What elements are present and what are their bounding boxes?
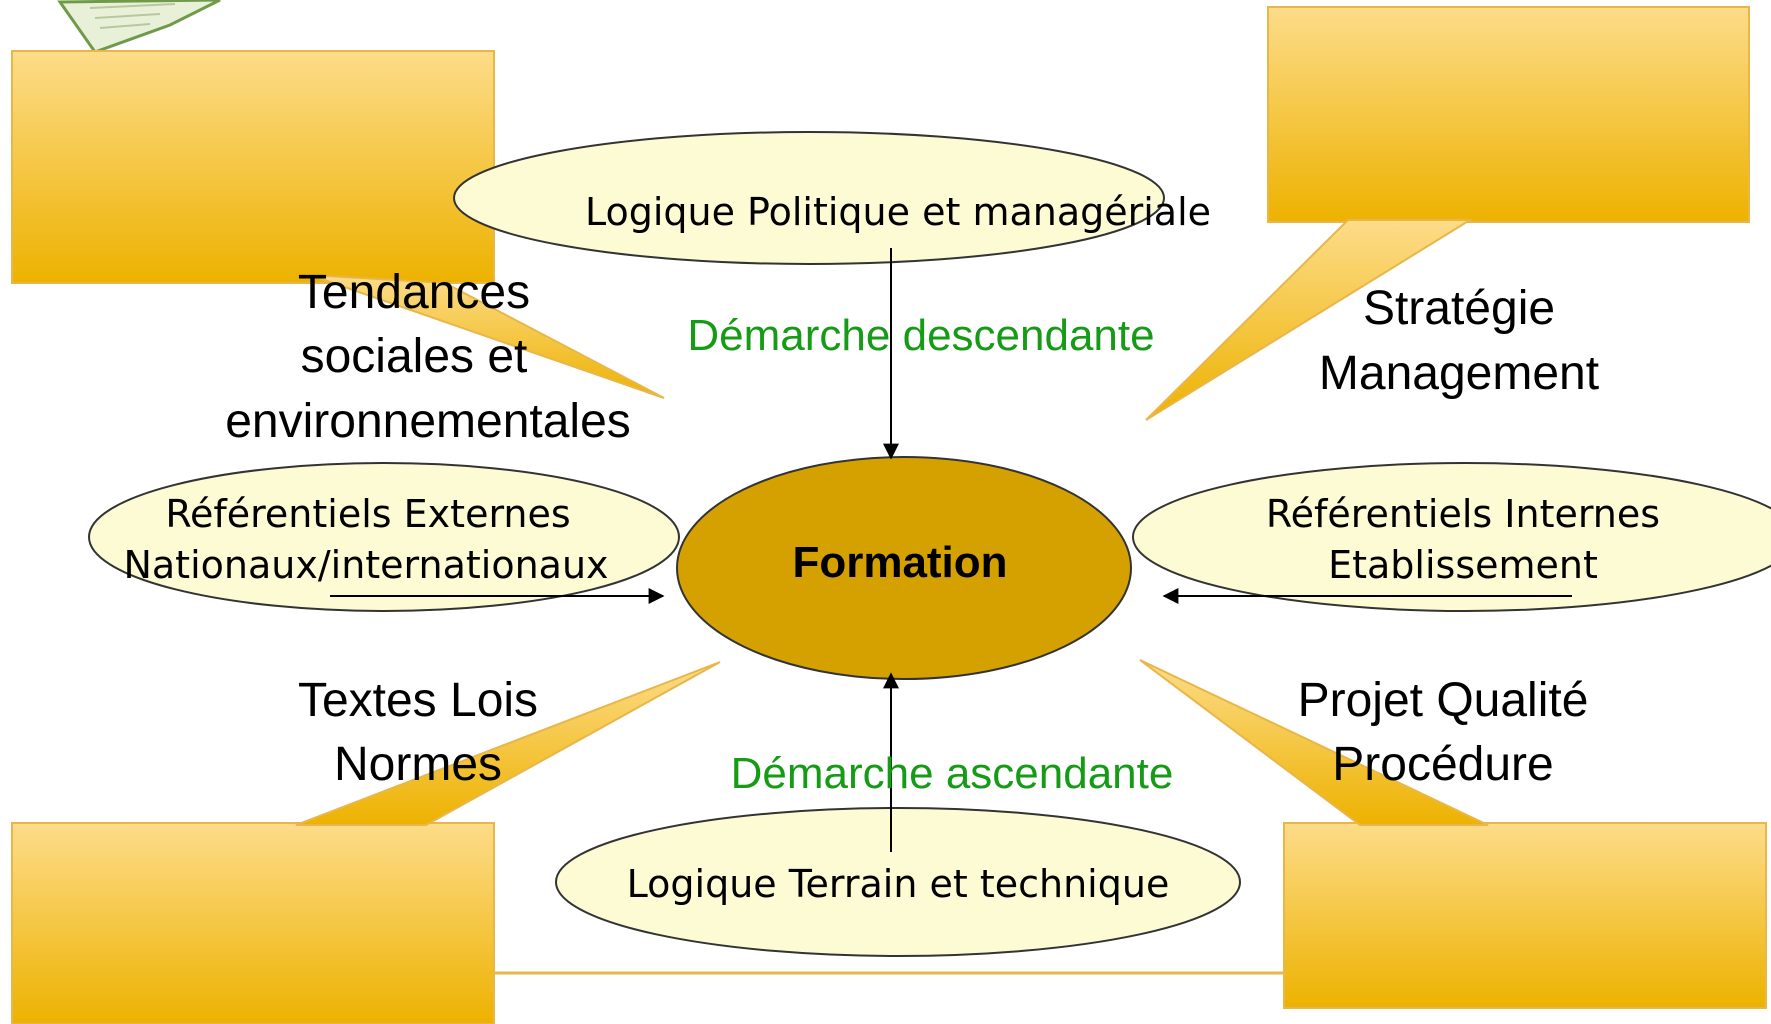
callout-bottom-right-line2: Procédure xyxy=(1332,738,1553,791)
center-label: Formation xyxy=(792,538,1007,587)
right-ellipse-line2: Etablissement xyxy=(1328,543,1598,587)
document-image xyxy=(57,0,221,54)
callout-top-left-line1: Tendances xyxy=(298,266,530,319)
right-ellipse xyxy=(1132,462,1771,612)
callout-bottom-right-line1: Projet Qualité xyxy=(1298,674,1589,727)
left-ellipse-line1: Référentiels Externes xyxy=(165,492,570,536)
ascending-label: Démarche ascendante xyxy=(731,749,1174,798)
center-ellipse xyxy=(676,456,1132,680)
callout-top-left-line2: sociales et xyxy=(301,330,528,383)
callout-top-right xyxy=(1145,6,1750,421)
callout-bottom-left xyxy=(11,661,721,1024)
right-ellipse-line1: Référentiels Internes xyxy=(1266,492,1660,536)
left-ellipse xyxy=(88,462,680,612)
callout-top-left xyxy=(11,50,665,399)
callout-bottom-left-line2: Normes xyxy=(334,738,502,791)
left-ellipse-line2: Nationaux/internationaux xyxy=(123,543,608,587)
callout-top-right-line2: Management xyxy=(1319,347,1599,400)
descending-label: Démarche descendante xyxy=(687,311,1154,360)
callout-top-left-line3: environnementales xyxy=(225,395,631,448)
top-ellipse xyxy=(453,131,1165,265)
bottom-ellipse-label: Logique Terrain et technique xyxy=(627,862,1170,906)
callout-bottom-left-line1: Textes Lois xyxy=(298,674,538,727)
callout-top-right-line1: Stratégie xyxy=(1363,282,1555,335)
bottom-ellipse xyxy=(555,807,1241,957)
top-ellipse-label: Logique Politique et managériale xyxy=(585,190,1211,234)
callout-bottom-right xyxy=(1139,659,1767,1009)
